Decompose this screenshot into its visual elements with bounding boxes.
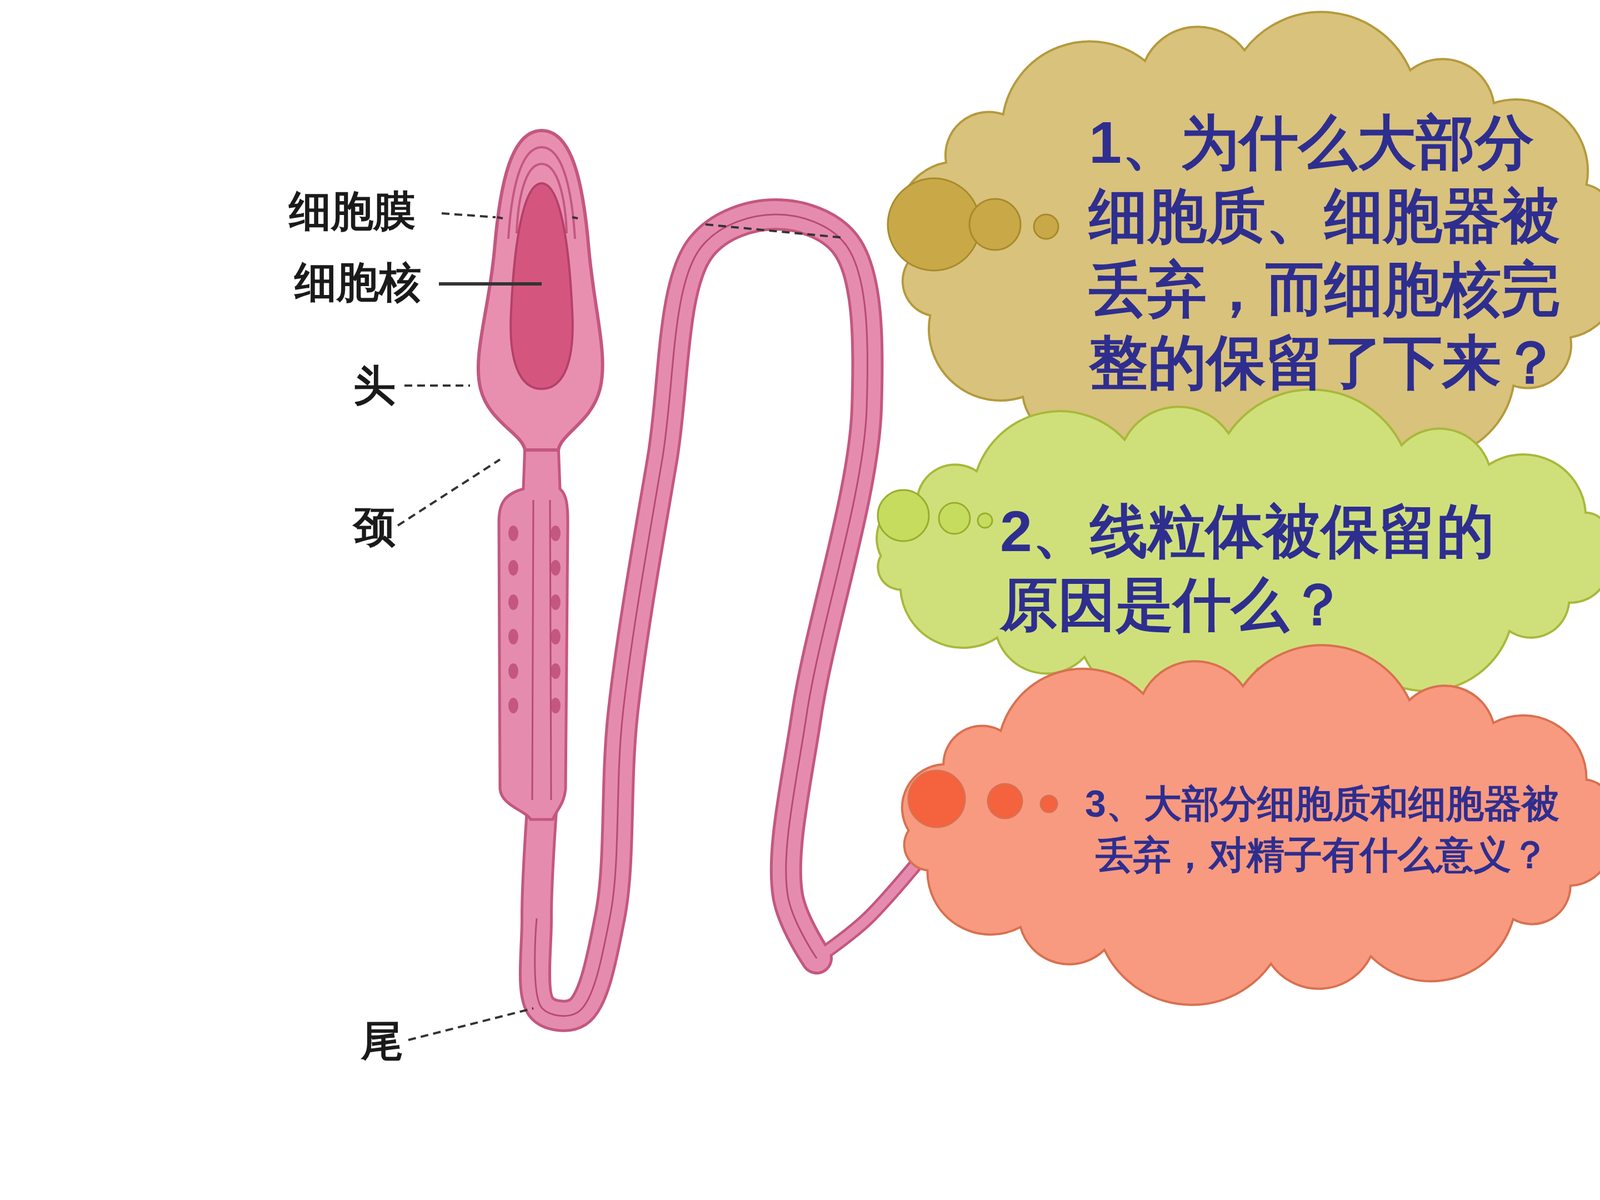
- mitochondrion: [508, 594, 519, 610]
- thought-bubble: [977, 513, 993, 528]
- mitochondrion: [550, 628, 561, 645]
- thought-bubble: [938, 502, 970, 534]
- cloud-shape: [888, 27, 1600, 473]
- thought-bubble: [969, 198, 1021, 250]
- thought-cloud: 3、大部分细胞质和细胞器被 丢弃，对精子有什么意义？: [886, 663, 1600, 987]
- part-label: 头: [353, 364, 396, 407]
- leader-tail: [408, 1008, 534, 1040]
- thought-bubble: [1040, 795, 1058, 813]
- part-label: 细胞膜: [288, 190, 416, 233]
- mitochondrion: [508, 525, 519, 542]
- thought-bubble: [987, 783, 1023, 819]
- question-text: 1、为什么大部分 细胞质、细胞器被 丢弃，而细胞核完 整的保留了下来？: [1088, 105, 1584, 399]
- question-text: 2、线粒体被保留的 原因是什么？: [1000, 494, 1550, 642]
- mitochondrion: [550, 525, 561, 542]
- sperm-nucleus: [510, 183, 573, 389]
- tail-sheath-line: [705, 224, 845, 238]
- thought-bubble: [1033, 214, 1059, 239]
- mitochondrion: [550, 697, 561, 714]
- thought-bubble: [908, 770, 965, 828]
- thought-cloud: 2、线粒体被保留的 原因是什么？: [858, 411, 1600, 692]
- mitochondrion: [550, 560, 561, 576]
- leader-head: [404, 384, 470, 387]
- membrane-ticks: [497, 217, 578, 219]
- mitochondrion: [508, 697, 519, 714]
- leader-lines: [397, 213, 845, 1040]
- question-text: 3、大部分细胞质和细胞器被 丢弃，对精子有什么意义？: [1063, 777, 1581, 880]
- leader-neck: [397, 459, 500, 526]
- cloud-outline: [902, 645, 1600, 1005]
- thought-bubble: [887, 178, 980, 271]
- leader-nucleus: [438, 282, 542, 286]
- mitochondria: [508, 525, 561, 714]
- mitochondrion: [508, 663, 519, 679]
- mitochondrion: [508, 560, 519, 576]
- part-label: 颈: [353, 505, 396, 548]
- mitochondrion: [508, 628, 519, 645]
- thought-bubble: [877, 490, 929, 542]
- midpiece-filaments: [532, 500, 552, 800]
- sperm-midpiece: [498, 444, 568, 820]
- cloud-shape: [886, 663, 1600, 987]
- part-label: 细胞核: [294, 261, 422, 304]
- leader-membrane: [441, 213, 496, 218]
- sperm-head: [478, 130, 603, 450]
- part-label: 尾: [361, 1020, 404, 1063]
- mitochondrion: [550, 594, 561, 610]
- cloud-outline: [876, 389, 1600, 713]
- thought-cloud: 1、为什么大部分 细胞质、细胞器被 丢弃，而细胞核完 整的保留了下来？: [888, 27, 1600, 473]
- mitochondrion: [550, 663, 561, 679]
